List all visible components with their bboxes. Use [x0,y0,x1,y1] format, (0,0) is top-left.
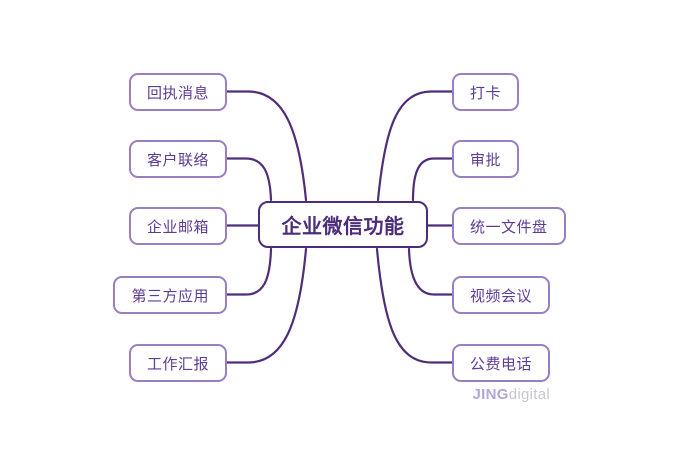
connector-work-report [225,247,308,364]
node-customer-contact: 客户联络 [128,140,227,178]
node-video-conference: 视频会议 [452,276,551,314]
node-clock-in: 打卡 [452,73,520,111]
connector-video-conference [407,247,454,296]
jingdigital-logo: JINGdigital [452,386,550,403]
connector-customer-contact [225,157,273,202]
connector-third-party-apps [223,247,273,296]
node-enterprise-email: 企业邮箱 [128,207,227,245]
connector-receipt-message [225,90,308,202]
connector-clock-in [376,90,454,202]
node-unified-file-drive: 统一文件盘 [452,207,566,245]
connector-free-call [375,247,454,364]
node-receipt-message: 回执消息 [128,73,227,111]
logo-digital-text: digital [508,386,550,403]
logo-jing-text: JING [472,386,509,403]
node-approval: 审批 [452,140,520,178]
connector-approval [411,157,454,202]
node-third-party-apps: 第三方应用 [113,276,227,314]
node-work-report: 工作汇报 [128,344,227,382]
node-center-topic: 企业微信功能 [258,201,428,248]
node-free-call: 公费电话 [452,344,551,382]
